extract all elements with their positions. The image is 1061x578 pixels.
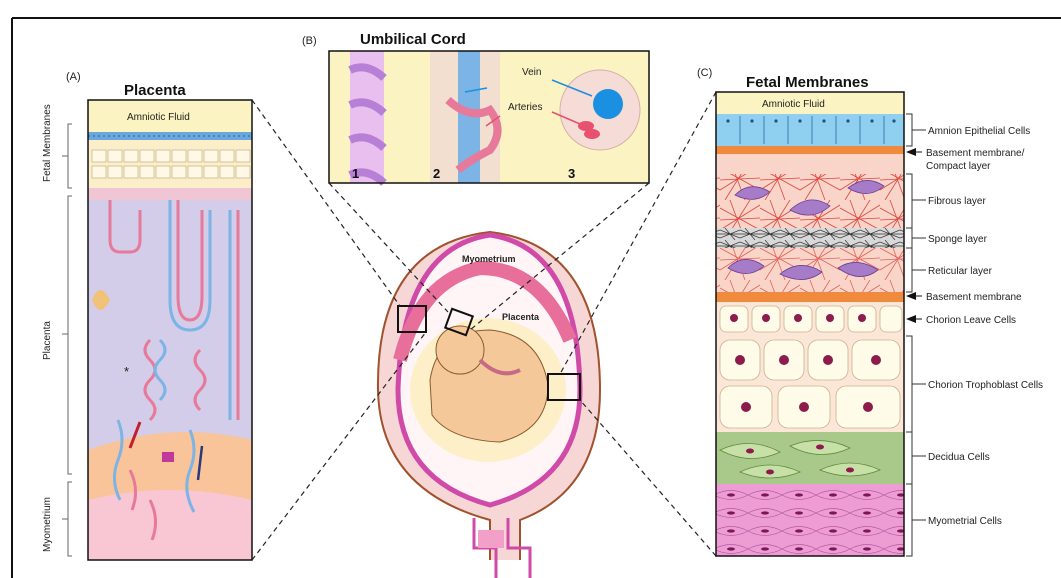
center-myometrium-label: Myometrium bbox=[462, 254, 516, 264]
side-label-myometrium: Myometrium bbox=[42, 497, 53, 552]
label-basement-membrane-compact-2: Compact layer bbox=[926, 161, 991, 172]
panel-c-title: Fetal Membranes bbox=[746, 74, 869, 91]
membrane-brackets bbox=[906, 114, 926, 556]
label-basement-membrane: Basement membrane bbox=[926, 292, 1022, 303]
amnion-epithelial-layer bbox=[716, 114, 904, 146]
center-placenta-label: Placenta bbox=[502, 312, 540, 322]
placenta-cell-band bbox=[88, 140, 252, 188]
trophoblast-plug bbox=[162, 452, 174, 462]
side-label-placenta: Placenta bbox=[42, 321, 53, 360]
label-amnion-epithelial: Amnion Epithelial Cells bbox=[928, 126, 1030, 137]
bracket-fetal-membranes bbox=[62, 124, 72, 188]
panel-a: (A) Placenta Fetal Membranes Placenta My… bbox=[42, 71, 252, 560]
panel-b: (B) Umbilical Cord Vein Arteries 1 2 3 bbox=[302, 31, 649, 183]
vein-label: Vein bbox=[522, 67, 541, 78]
panel-c-letter: (C) bbox=[697, 67, 712, 79]
label-decidua-cells: Decidua Cells bbox=[928, 452, 990, 463]
cord-number-1: 1 bbox=[352, 166, 359, 181]
membrane-arrow-shafts bbox=[916, 152, 922, 319]
placenta-myometrium-region bbox=[88, 490, 252, 560]
cord-3-vein bbox=[593, 89, 623, 119]
label-fibrous-layer: Fibrous layer bbox=[928, 196, 986, 207]
label-chorion-trophoblast-cells: Chorion Trophoblast Cells bbox=[928, 380, 1043, 391]
basement-membrane-top bbox=[716, 146, 904, 154]
myometrial-layer bbox=[716, 484, 904, 556]
panel-b-letter: (B) bbox=[302, 35, 317, 47]
cord-3-artery-2 bbox=[584, 129, 600, 139]
panel-c: (C) Fetal Membranes Amniotic Fluid bbox=[697, 67, 1043, 556]
panel-a-title: Placenta bbox=[124, 82, 186, 99]
sponge-texture bbox=[716, 228, 904, 248]
side-label-fetal-membranes: Fetal Membranes bbox=[42, 104, 53, 182]
placenta-chorionic-plate bbox=[88, 188, 252, 200]
bracket-placenta bbox=[62, 196, 72, 474]
label-myometrial-cells: Myometrial Cells bbox=[928, 516, 1002, 527]
basement-membrane-lower bbox=[716, 292, 904, 302]
cord-number-3: 3 bbox=[568, 166, 575, 181]
placenta-asterisk: * bbox=[124, 364, 129, 379]
label-basement-membrane-compact-1: Basement membrane/ bbox=[926, 148, 1025, 159]
panel-b-title: Umbilical Cord bbox=[360, 31, 466, 48]
chorion-leave-cells bbox=[720, 306, 902, 332]
arteries-label: Arteries bbox=[508, 102, 542, 113]
cord-number-2: 2 bbox=[433, 166, 440, 181]
panel-a-letter: (A) bbox=[66, 71, 81, 83]
label-reticular-layer: Reticular layer bbox=[928, 266, 993, 277]
cervical-plug bbox=[478, 530, 504, 548]
label-chorion-leave-cells: Chorion Leave Cells bbox=[926, 315, 1016, 326]
bracket-myometrium bbox=[62, 482, 72, 556]
panel-c-amniotic-label: Amniotic Fluid bbox=[762, 99, 825, 110]
label-sponge-layer: Sponge layer bbox=[928, 234, 988, 245]
panel-a-amniotic-label: Amniotic Fluid bbox=[127, 112, 190, 123]
uterus-illustration: Myometrium Placenta bbox=[378, 232, 600, 578]
compact-layer bbox=[716, 154, 904, 174]
